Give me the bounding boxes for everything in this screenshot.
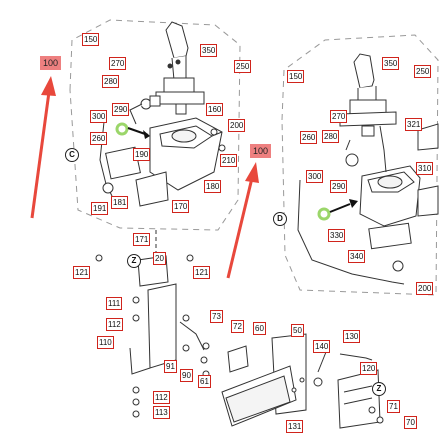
- part-label: 290: [112, 103, 130, 116]
- view-letter: Z: [127, 254, 141, 268]
- reference-tag: 100: [250, 144, 272, 158]
- view-letter: Z: [372, 382, 386, 396]
- part-label: 300: [306, 170, 324, 183]
- part-label: 350: [200, 44, 218, 57]
- joystick-left: [155, 21, 205, 115]
- view-letter: C: [65, 148, 79, 162]
- part-label: 330: [328, 229, 346, 242]
- part-label: 120: [360, 362, 378, 375]
- view-letter: D: [273, 212, 287, 226]
- part-label: 70: [404, 416, 417, 429]
- part-label: 130: [343, 330, 361, 343]
- part-label: 150: [287, 70, 305, 83]
- part-label: 280: [322, 130, 340, 143]
- part-label: 350: [382, 57, 400, 70]
- part-label: 260: [90, 132, 108, 145]
- part-label: 190: [133, 148, 151, 161]
- part-label: 140: [313, 340, 331, 353]
- part-label: 60: [253, 322, 266, 335]
- console-base-left: [99, 95, 226, 207]
- part-label: 113: [153, 406, 170, 419]
- joystick-right: [339, 53, 397, 137]
- part-label: 91: [164, 360, 177, 373]
- part-label: 200: [416, 282, 434, 295]
- part-label: 270: [330, 110, 348, 123]
- part-label: 73: [210, 310, 223, 323]
- part-label: 111: [106, 297, 123, 310]
- part-label: 210: [220, 154, 238, 167]
- part-label: 290: [330, 180, 348, 193]
- part-label: 260: [300, 131, 318, 144]
- console-base-right: [297, 123, 439, 285]
- part-label: 180: [204, 180, 222, 193]
- part-label: 280: [102, 75, 120, 88]
- part-label: 110: [97, 336, 114, 349]
- part-label: 72: [231, 320, 244, 333]
- bracket-assembly: [95, 230, 249, 418]
- part-label: 250: [234, 60, 252, 73]
- part-label: 61: [198, 375, 211, 388]
- part-label: 112: [106, 318, 123, 331]
- part-label: 191: [91, 202, 109, 215]
- part-label: 50: [291, 324, 304, 337]
- part-label: 121: [73, 266, 91, 279]
- part-label: 300: [90, 110, 108, 123]
- part-label: 200: [228, 119, 246, 132]
- part-label: 171: [133, 233, 151, 246]
- part-label: 20: [153, 252, 166, 265]
- part-label: 321: [405, 118, 423, 131]
- part-label: 340: [348, 250, 366, 263]
- reference-tag: 100: [40, 56, 62, 70]
- part-label: 310: [416, 162, 434, 175]
- part-label: 170: [172, 200, 190, 213]
- part-label: 181: [111, 196, 129, 209]
- part-label: 90: [180, 369, 193, 382]
- part-label: 112: [153, 391, 170, 404]
- part-label: 121: [193, 266, 211, 279]
- part-label: 150: [82, 33, 100, 46]
- side-panel: [221, 333, 384, 429]
- part-label: 160: [206, 103, 224, 116]
- part-label: 270: [109, 57, 127, 70]
- part-label: 131: [286, 420, 304, 433]
- part-label: 250: [414, 65, 432, 78]
- part-label: 71: [387, 400, 400, 413]
